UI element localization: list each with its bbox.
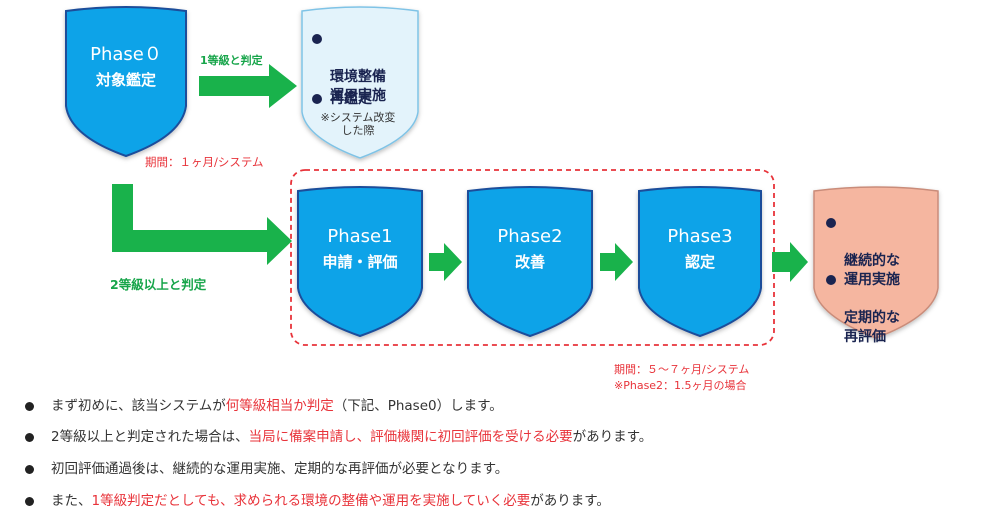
description-highlight: 1等級判定だとしても、求められる環境の整備や運用を実施していく必要: [91, 493, 531, 509]
phase1-shield: [297, 186, 423, 338]
description-segment: まず初めに、該当システムが: [51, 398, 226, 414]
bullet-dot-icon: [312, 34, 322, 44]
phase1-label: 申請・評価: [322, 253, 398, 271]
phase1-text: Phase1 申請・評価: [298, 226, 422, 272]
description-text: また、1等級判定だとしても、求められる環境の整備や運用を実施していく必要がありま…: [51, 493, 610, 509]
description-segment: があります。: [572, 429, 653, 445]
phase2-shield: [467, 186, 593, 338]
phase3-title: Phase3: [667, 226, 733, 247]
bullet-dot-icon: [25, 497, 34, 506]
description-item: また、1等級判定だとしても、求められる環境の整備や運用を実施していく必要がありま…: [25, 492, 610, 510]
bullet-dot-icon: [25, 402, 34, 411]
description-item: 2等級以上と判定された場合は、当局に備案申請し、評価機関に初回評価を受ける必要が…: [25, 428, 652, 446]
phase1-title: Phase1: [327, 226, 393, 247]
grade1-reassess-note: ※システム改変 した際: [320, 111, 396, 137]
arrow-phase2-3: [600, 243, 633, 281]
bullet-dot-icon: [25, 465, 34, 474]
phase3-label: 認定: [684, 253, 715, 271]
grade1-item-env: 環境整備 運用実施: [312, 30, 386, 125]
arrow-grade1: [199, 64, 297, 108]
arrow-grade2: [112, 184, 292, 265]
grade1-outcome-shield: [301, 6, 419, 159]
phase3-shield: [638, 186, 762, 338]
phase2-text: Phase2 改善: [468, 226, 592, 272]
description-item: 初回評価通過後は、継続的な運用実施、定期的な再評価が必要となります。: [25, 460, 508, 478]
bullet-dot-icon: [25, 433, 34, 442]
description-text: 初回評価通過後は、継続的な運用実施、定期的な再評価が必要となります。: [51, 461, 508, 477]
final-item-operation: 継続的な 運用実施: [826, 214, 900, 309]
arrow-phase3-final: [772, 242, 808, 282]
bullet-dot-icon: [826, 275, 836, 285]
description-item: まず初めに、該当システムが何等級相当か判定（下記、Phase0）します。: [25, 397, 503, 415]
description-segment: 初回評価通過後は、継続的な運用実施、定期的な再評価が必要となります。: [51, 461, 509, 477]
description-highlight: 何等級相当か判定: [225, 398, 334, 414]
description-highlight: 当局に備案申請し、評価機関に初回評価を受ける必要: [248, 429, 573, 445]
grade1-item-reassess: 再鑑定: [312, 90, 372, 109]
phase0-text: Phase０ 対象鑑定: [66, 44, 186, 90]
description-text: まず初めに、該当システムが何等級相当か判定（下記、Phase0）します。: [51, 398, 503, 414]
arrow-grade1-label: 1等級と判定: [200, 54, 263, 67]
period-phase0: 期間：１ヶ月/システム: [145, 155, 264, 169]
description-text: 2等級以上と判定された場合は、当局に備案申請し、評価機関に初回評価を受ける必要が…: [51, 429, 652, 445]
bullet-dot-icon: [312, 94, 322, 104]
phase3-text: Phase3 認定: [639, 226, 761, 272]
description-segment: （下記、Phase0）します。: [333, 398, 503, 414]
period-phase2-note: ※Phase2：1.5ヶ月の場合: [614, 379, 747, 392]
arrow-phase1-2: [429, 243, 462, 281]
description-segment: また、: [51, 493, 92, 509]
phase2-title: Phase2: [497, 226, 563, 247]
phase0-shield: [65, 6, 187, 158]
arrow-grade2-label: 2等級以上と判定: [110, 277, 207, 292]
final-outcome-shield: [813, 186, 939, 339]
description-segment: 2等級以上と判定された場合は、: [51, 429, 249, 445]
phase0-label: 対象鑑定: [95, 71, 156, 89]
phase0-title: Phase０: [90, 44, 162, 65]
bullet-dot-icon: [826, 218, 836, 228]
period-phases: 期間：５～７ヶ月/システム: [614, 363, 750, 376]
final-item-reassess: 定期的な 再評価: [826, 271, 900, 366]
phase2-label: 改善: [514, 253, 545, 271]
description-segment: があります。: [530, 493, 610, 509]
